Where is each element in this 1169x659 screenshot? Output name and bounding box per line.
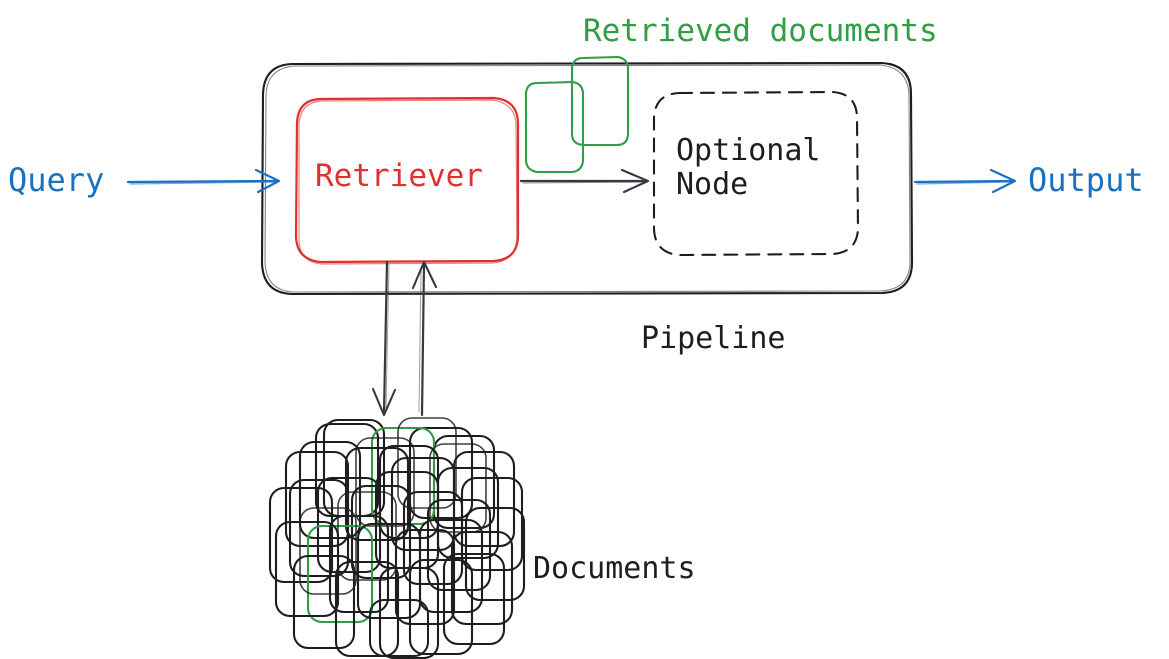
optional-node-label-line1: Optional <box>676 133 821 168</box>
retriever-to-documents-arrow <box>371 260 397 417</box>
retriever-to-optional-node-arrow <box>519 168 650 194</box>
retrieved-documents-label: Retrieved documents <box>583 13 938 49</box>
retrieved-document-card-front <box>524 80 585 174</box>
optional-node[interactable] <box>652 90 860 257</box>
retriever-node-label: Retriever <box>315 158 483 194</box>
documents-label: Documents <box>533 551 696 586</box>
query-label: Query <box>8 161 105 199</box>
pipeline-container <box>260 61 914 296</box>
documents-to-retriever-arrow <box>411 260 438 417</box>
optional-node-label-line2: Node <box>676 166 749 202</box>
output-label: Output <box>1028 161 1144 199</box>
retrieved-document-card-back <box>570 55 630 147</box>
pipeline-label: Pipeline <box>641 321 786 356</box>
documents-cluster <box>268 417 526 659</box>
retriever-node[interactable] <box>294 96 520 265</box>
query-arrow <box>126 168 281 194</box>
output-arrow <box>913 168 1017 194</box>
